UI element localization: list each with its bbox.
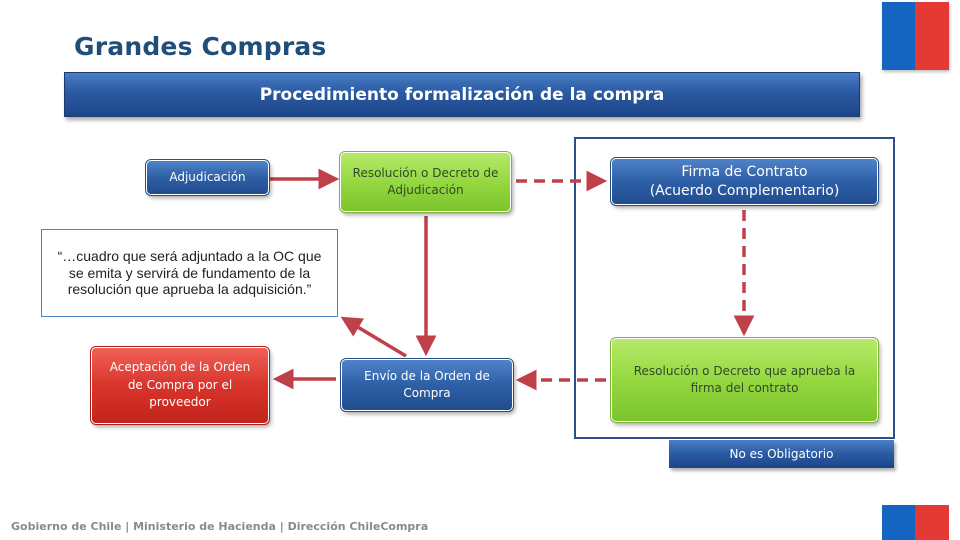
box-resolucion-adjudicacion: Resolución o Decreto de Adjudicación bbox=[339, 151, 512, 213]
quote-text: “…cuadro que será adjuntado a la OC que … bbox=[57, 247, 322, 298]
box-resolucion-firma-label: Resolución o Decreto que aprueba la firm… bbox=[633, 363, 856, 395]
section-banner: Procedimiento formalización de la compra bbox=[64, 72, 860, 117]
box-firma-contrato-line2: (Acuerdo Complementario) bbox=[649, 182, 840, 199]
box-resolucion-adjudicacion-label: Resolución o Decreto de Adjudicación bbox=[352, 165, 499, 197]
box-envio-orden-label: Envío de la Orden de Compra bbox=[364, 368, 490, 400]
box-aceptacion-orden: Aceptación de la Orden de Compra por el … bbox=[90, 346, 270, 425]
chile-flag-top bbox=[882, 2, 949, 70]
box-envio-orden: Envío de la Orden de Compra bbox=[340, 358, 514, 412]
quote-box: “…cuadro que será adjuntado a la OC que … bbox=[41, 229, 338, 317]
box-resolucion-firma: Resolución o Decreto que aprueba la firm… bbox=[610, 337, 879, 423]
box-aceptacion-orden-label: Aceptación de la Orden de Compra por el … bbox=[109, 360, 251, 410]
flag-red-stripe bbox=[915, 2, 949, 70]
flag-red-stripe bbox=[915, 505, 949, 540]
flag-blue-stripe bbox=[882, 505, 915, 540]
optional-tag: No es Obligatorio bbox=[669, 440, 894, 468]
flag-blue-stripe bbox=[882, 2, 915, 70]
box-adjudicacion: Adjudicación bbox=[145, 159, 270, 196]
box-adjudicacion-label: Adjudicación bbox=[169, 169, 246, 184]
optional-steps-frame bbox=[574, 137, 895, 439]
arrow-envio-to-quote bbox=[340, 316, 407, 358]
chile-flag-bottom bbox=[882, 505, 949, 540]
box-firma-contrato-line1: Firma de Contrato bbox=[681, 163, 808, 180]
page-title: Grandes Compras bbox=[74, 32, 327, 61]
box-firma-contrato: Firma de Contrato (Acuerdo Complementari… bbox=[610, 157, 879, 206]
footer-text: Gobierno de Chile | Ministerio de Hacien… bbox=[11, 520, 429, 533]
